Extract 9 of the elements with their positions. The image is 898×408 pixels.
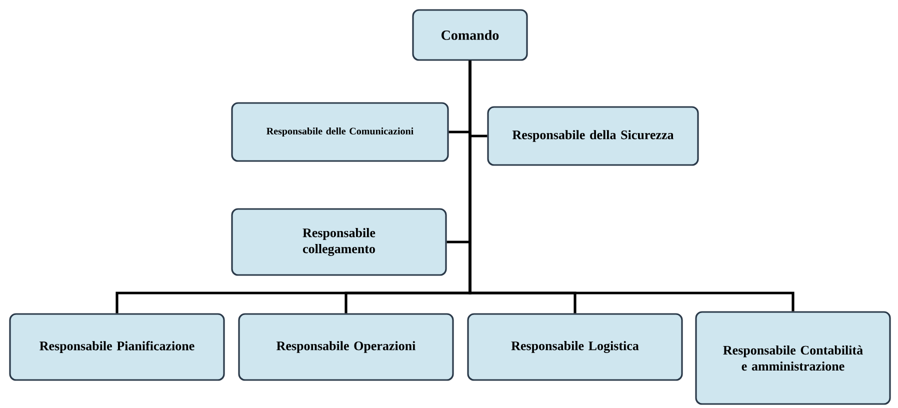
- org-box: Comando: [412, 9, 528, 61]
- connector-line: [468, 60, 794, 312]
- org-box: Responsabile della Sicurezza: [487, 106, 699, 166]
- org-box: Responsabile collegamento: [231, 208, 447, 276]
- org-box: Responsabile Logistica: [467, 313, 683, 381]
- org-box: Responsabile delle Comunicazioni: [231, 102, 449, 162]
- org-box: Responsabile Operazioni: [238, 313, 454, 381]
- org-box: Responsabile Pianificazione: [9, 313, 225, 381]
- org-box: Responsabile Contabilità e amministrazione: [695, 311, 891, 405]
